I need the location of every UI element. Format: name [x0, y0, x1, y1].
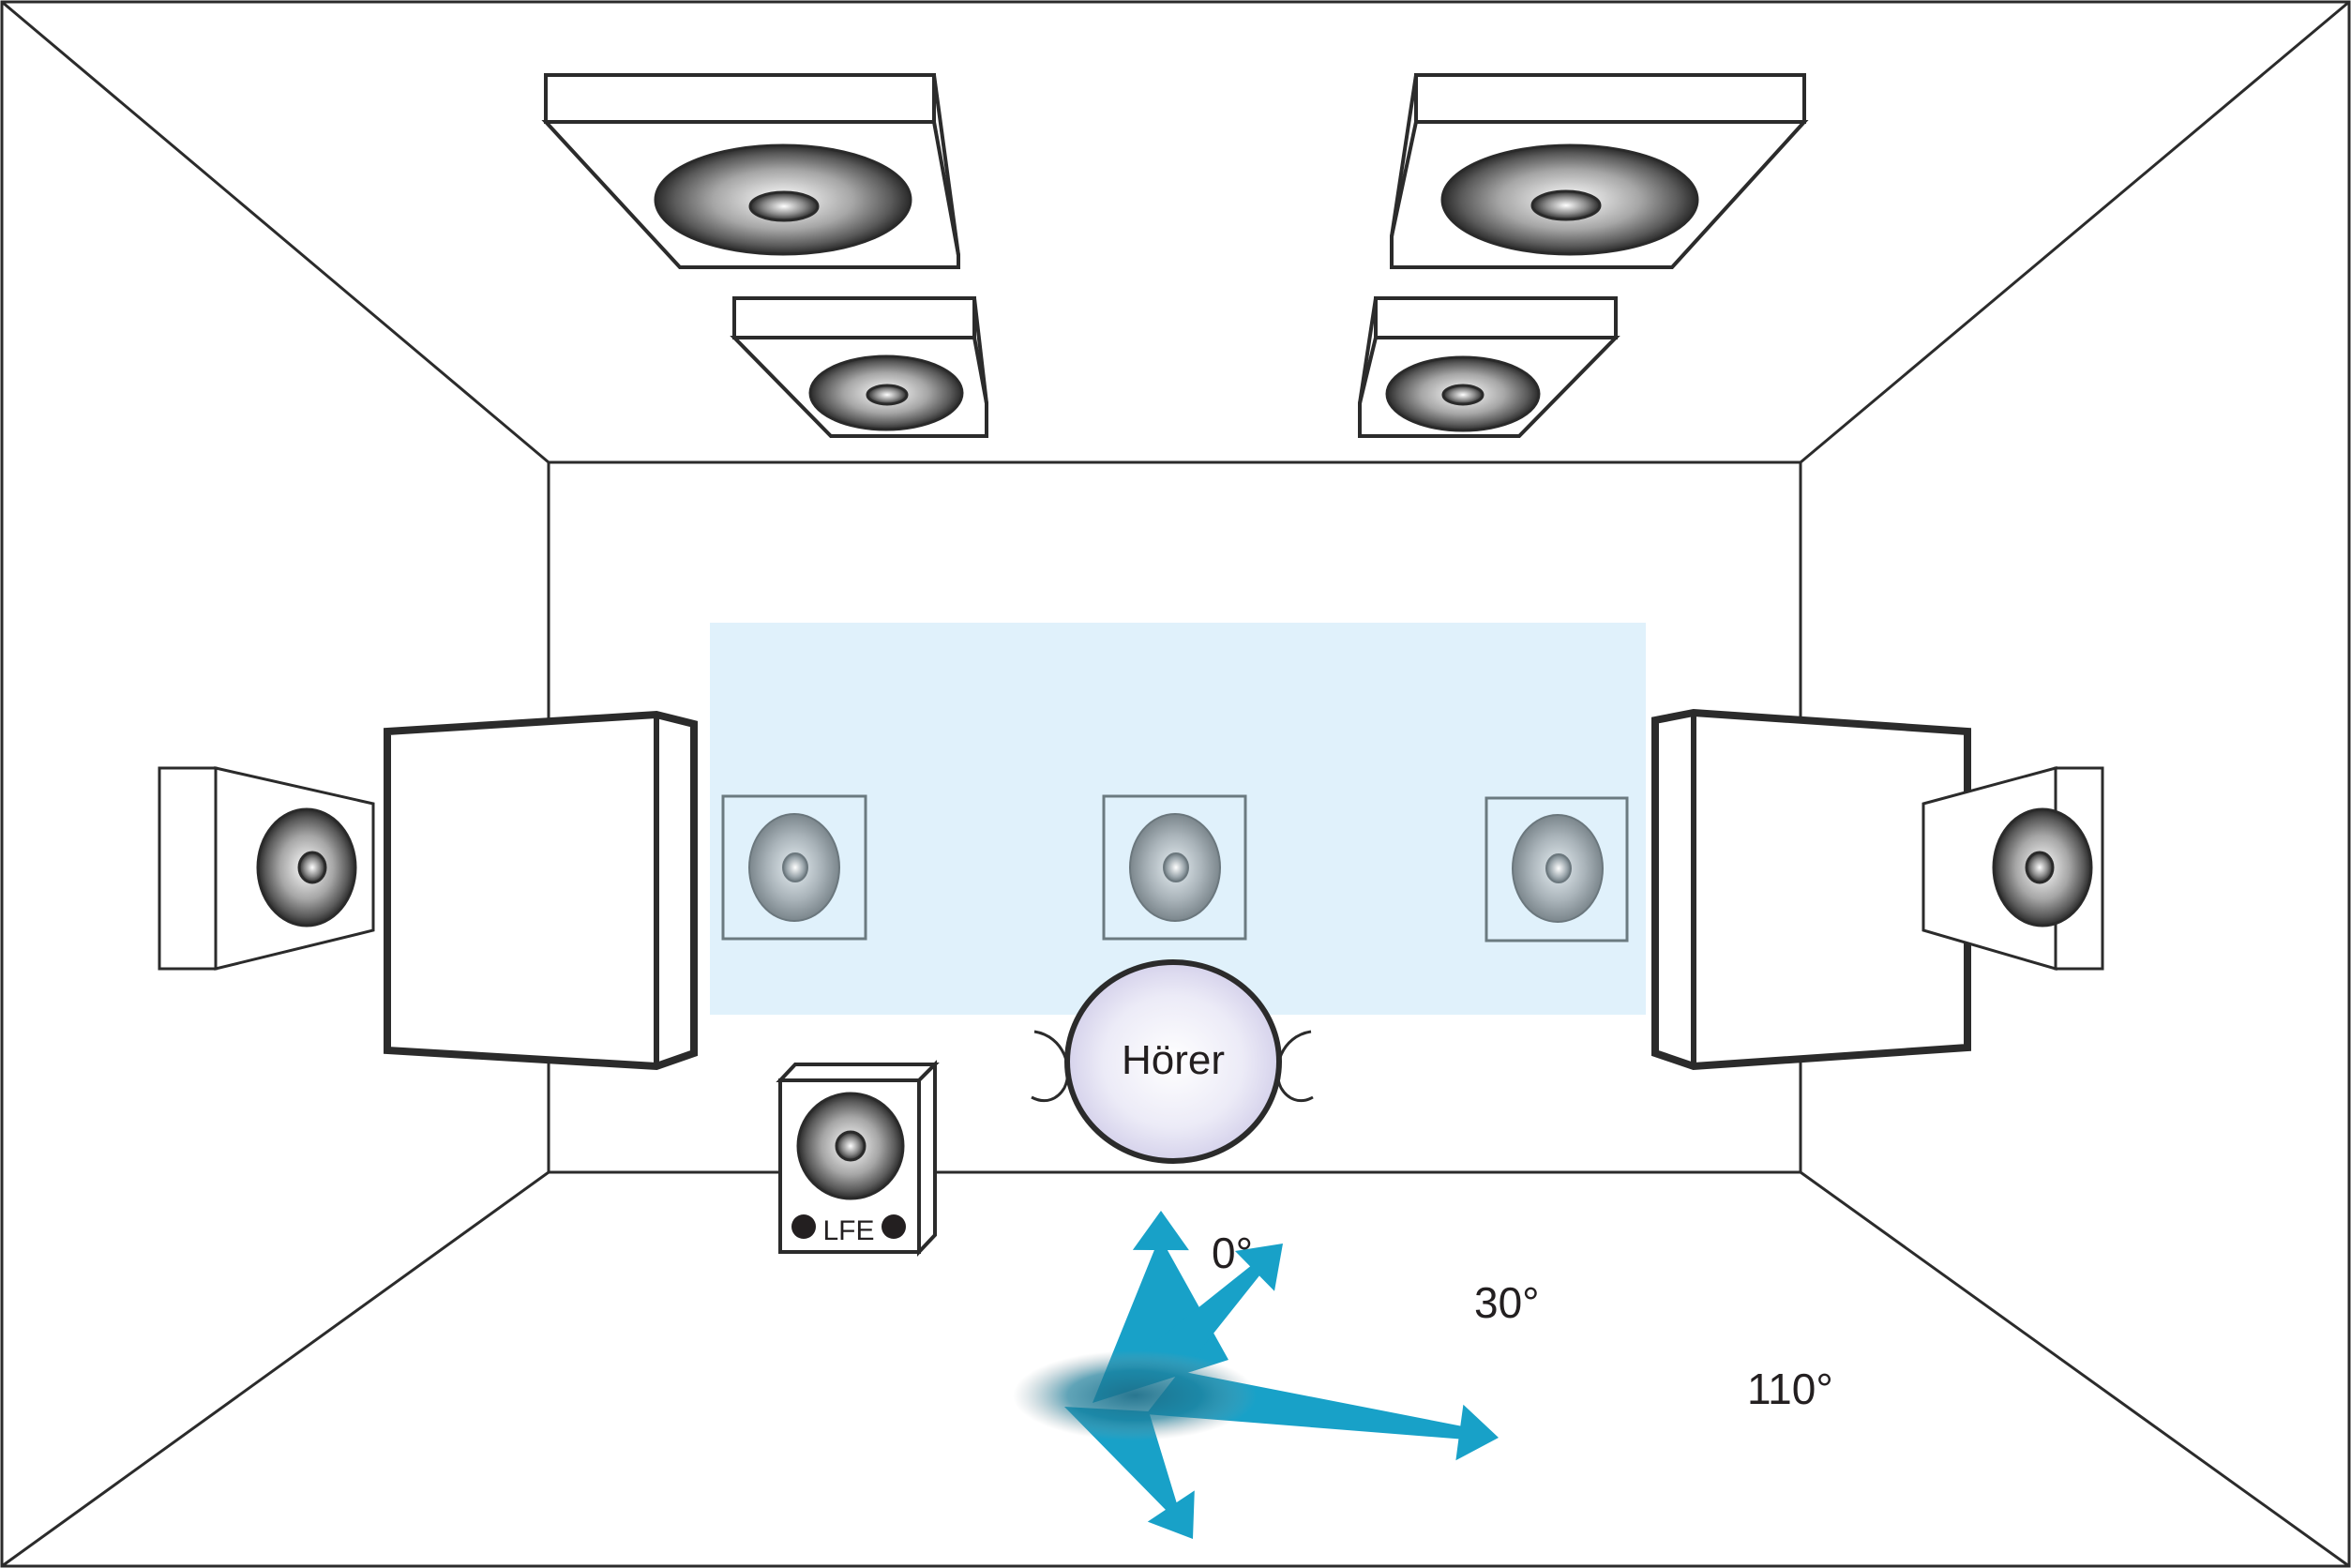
speaker-cap	[782, 852, 808, 882]
speaker-cap	[835, 1130, 867, 1162]
listener-head	[1064, 959, 1282, 1164]
speaker-cap	[1163, 852, 1189, 882]
front-left-tower	[384, 710, 698, 1071]
listener-label: Hörer	[1122, 1037, 1225, 1083]
listener: Hörer	[1031, 959, 1314, 1164]
surround-speaker-right	[1921, 766, 2104, 971]
surround-speaker-left	[158, 766, 375, 971]
speaker-cap	[1530, 189, 1602, 221]
angle-label-30: 30°	[1474, 1278, 1540, 1327]
front-speaker-right	[1484, 796, 1629, 942]
angle-label-0: 0°	[1212, 1229, 1253, 1277]
speaker-cap	[866, 384, 909, 406]
lfe-subwoofer: LFE	[776, 1060, 940, 1258]
angle-label-110: 110°	[1747, 1364, 1833, 1413]
room-edge-top-left	[1, 0, 550, 464]
lfe-label: LFE	[822, 1215, 874, 1246]
center-speaker	[1102, 794, 1247, 941]
speaker-cap	[1441, 384, 1484, 406]
lfe-dot-right	[882, 1214, 906, 1239]
arrow-origin-shadow	[1013, 1350, 1257, 1440]
ceiling-speaker-top-right-rear	[1358, 296, 1620, 438]
room-edge-bottom-left	[1, 1170, 550, 1568]
speaker-cap	[297, 851, 327, 884]
right-ear	[1275, 1030, 1314, 1103]
front-speaker-left	[721, 794, 867, 941]
ceiling-speaker-top-left-rear	[730, 296, 988, 438]
room-edge-bottom-right	[1800, 1170, 2350, 1568]
ceiling-speaker-top-left-front	[541, 73, 960, 269]
speaker-cap	[1545, 853, 1572, 883]
room-edge-top-right	[1800, 0, 2350, 464]
front-right-tower	[1651, 708, 1971, 1071]
arrow-rear	[1064, 1407, 1195, 1539]
left-ear	[1031, 1030, 1070, 1103]
speaker-cap	[748, 190, 820, 222]
angle-arrows	[1013, 1211, 1499, 1539]
ceiling-speaker-top-right-front	[1390, 73, 1809, 269]
lfe-dot-left	[791, 1214, 816, 1239]
speaker-cap	[2025, 851, 2055, 884]
arrow-30deg	[1138, 1244, 1283, 1371]
